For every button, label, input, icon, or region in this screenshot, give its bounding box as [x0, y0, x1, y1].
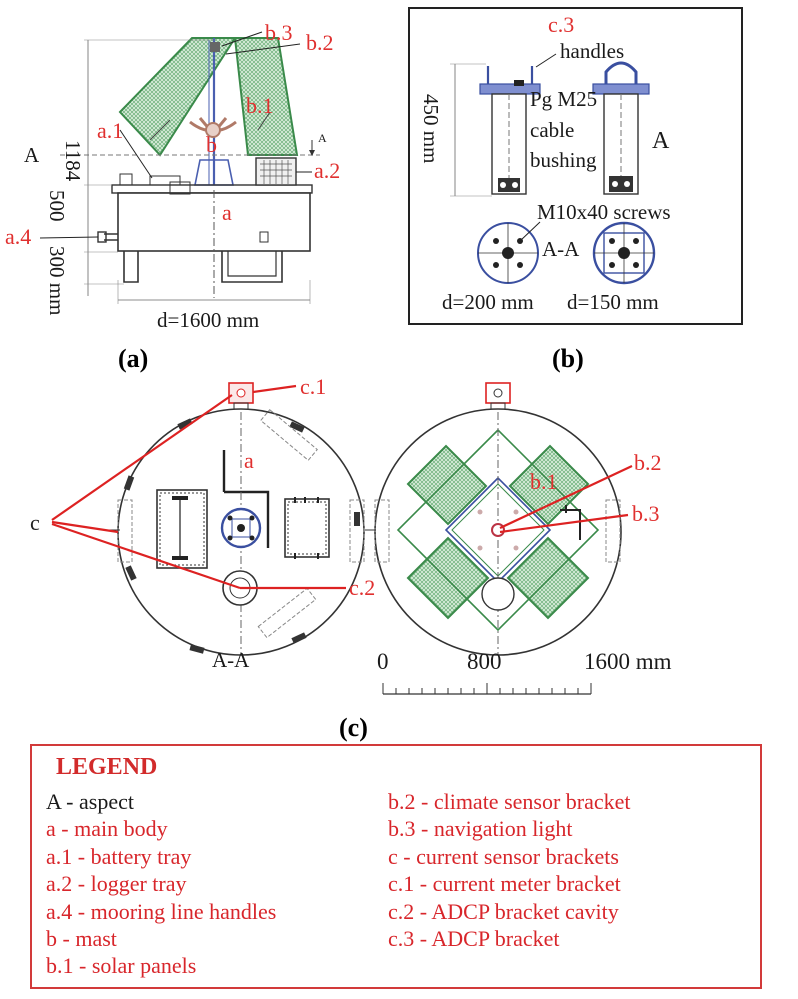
dim-500: 500 — [45, 190, 69, 222]
panel-b-drawing — [450, 53, 656, 285]
label-section-b: A-A — [542, 237, 580, 261]
label-b1-c: b.1 — [530, 469, 558, 494]
legend-item: b - mast — [46, 926, 117, 952]
scale-bar — [382, 683, 592, 695]
label-b1-a: b.1 — [246, 93, 274, 118]
dim-450mm: 450 mm — [419, 94, 443, 163]
label-mast: b — [206, 132, 217, 157]
label-b3-c: b.3 — [632, 501, 660, 526]
label-section-c: A-A — [212, 648, 250, 672]
label-handles: handles — [560, 39, 624, 63]
scale-1600mm: 1600 mm — [584, 649, 672, 674]
scale-800: 800 — [467, 649, 502, 674]
legend-item: c.1 - current meter bracket — [388, 871, 621, 897]
battery-tray-top — [156, 489, 208, 569]
navigation-light — [210, 42, 220, 52]
legend-item: c - current sensor brackets — [388, 843, 619, 869]
dim-1184: 1184 — [61, 140, 85, 182]
label-aspect-a: A — [24, 143, 40, 167]
label-main-body: a — [222, 200, 232, 225]
dim-d200: d=200 mm — [442, 290, 534, 314]
dim-d1600: d=1600 mm — [157, 308, 259, 332]
solar-panel-left — [118, 37, 237, 157]
legend-title: LEGEND — [56, 754, 158, 780]
label-a4: a.4 — [5, 224, 31, 249]
panel-b-frame — [408, 7, 743, 325]
label-b3-a: b.3 — [265, 20, 293, 45]
label-aspect-small: A — [318, 131, 327, 145]
label-aspect-b: A — [652, 128, 670, 154]
panel-c-top-view — [365, 382, 633, 656]
legend-item: b.1 - solar panels — [46, 953, 197, 979]
panel-c-caption: (c) — [339, 713, 368, 742]
logger-tray-top — [284, 498, 330, 558]
label-a1: a.1 — [97, 118, 123, 143]
legend-item: b.3 - navigation light — [388, 816, 573, 842]
label-c3: c.3 — [548, 12, 574, 37]
legend-item: A - aspect — [46, 789, 134, 814]
label-screws: M10x40 screws — [537, 200, 671, 224]
panel-b-caption: (b) — [552, 344, 584, 373]
legend-item: a.1 - battery tray — [46, 843, 192, 869]
dim-300mm: 300 mm — [45, 246, 69, 315]
panel-a-caption: (a) — [118, 344, 148, 373]
label-c2: c.2 — [349, 575, 375, 600]
legend-item: a.4 - mooring line handles — [46, 898, 277, 924]
label-pg-m25: Pg M25 — [530, 87, 597, 111]
legend-item: c.2 - ADCP bracket cavity — [388, 898, 619, 924]
label-c: c — [30, 510, 40, 535]
legend-item: a.2 - logger tray — [46, 871, 187, 897]
label-cable: cable — [530, 118, 574, 142]
panel-c-section-view — [51, 382, 365, 656]
label-b2-c: b.2 — [634, 450, 662, 475]
legend-item: c.3 - ADCP bracket — [388, 926, 560, 952]
label-main-body-c: a — [244, 448, 254, 473]
legend-item: b.2 - climate sensor bracket — [388, 789, 631, 814]
dim-d150: d=150 mm — [567, 290, 659, 314]
label-c1: c.1 — [300, 374, 326, 399]
legend-item: a - main body — [46, 816, 168, 842]
label-b2-a: b.2 — [306, 30, 334, 55]
label-bushing: bushing — [530, 148, 597, 172]
scale-0: 0 — [377, 649, 389, 674]
panel-a-drawing — [39, 31, 320, 304]
label-a2: a.2 — [314, 158, 340, 183]
